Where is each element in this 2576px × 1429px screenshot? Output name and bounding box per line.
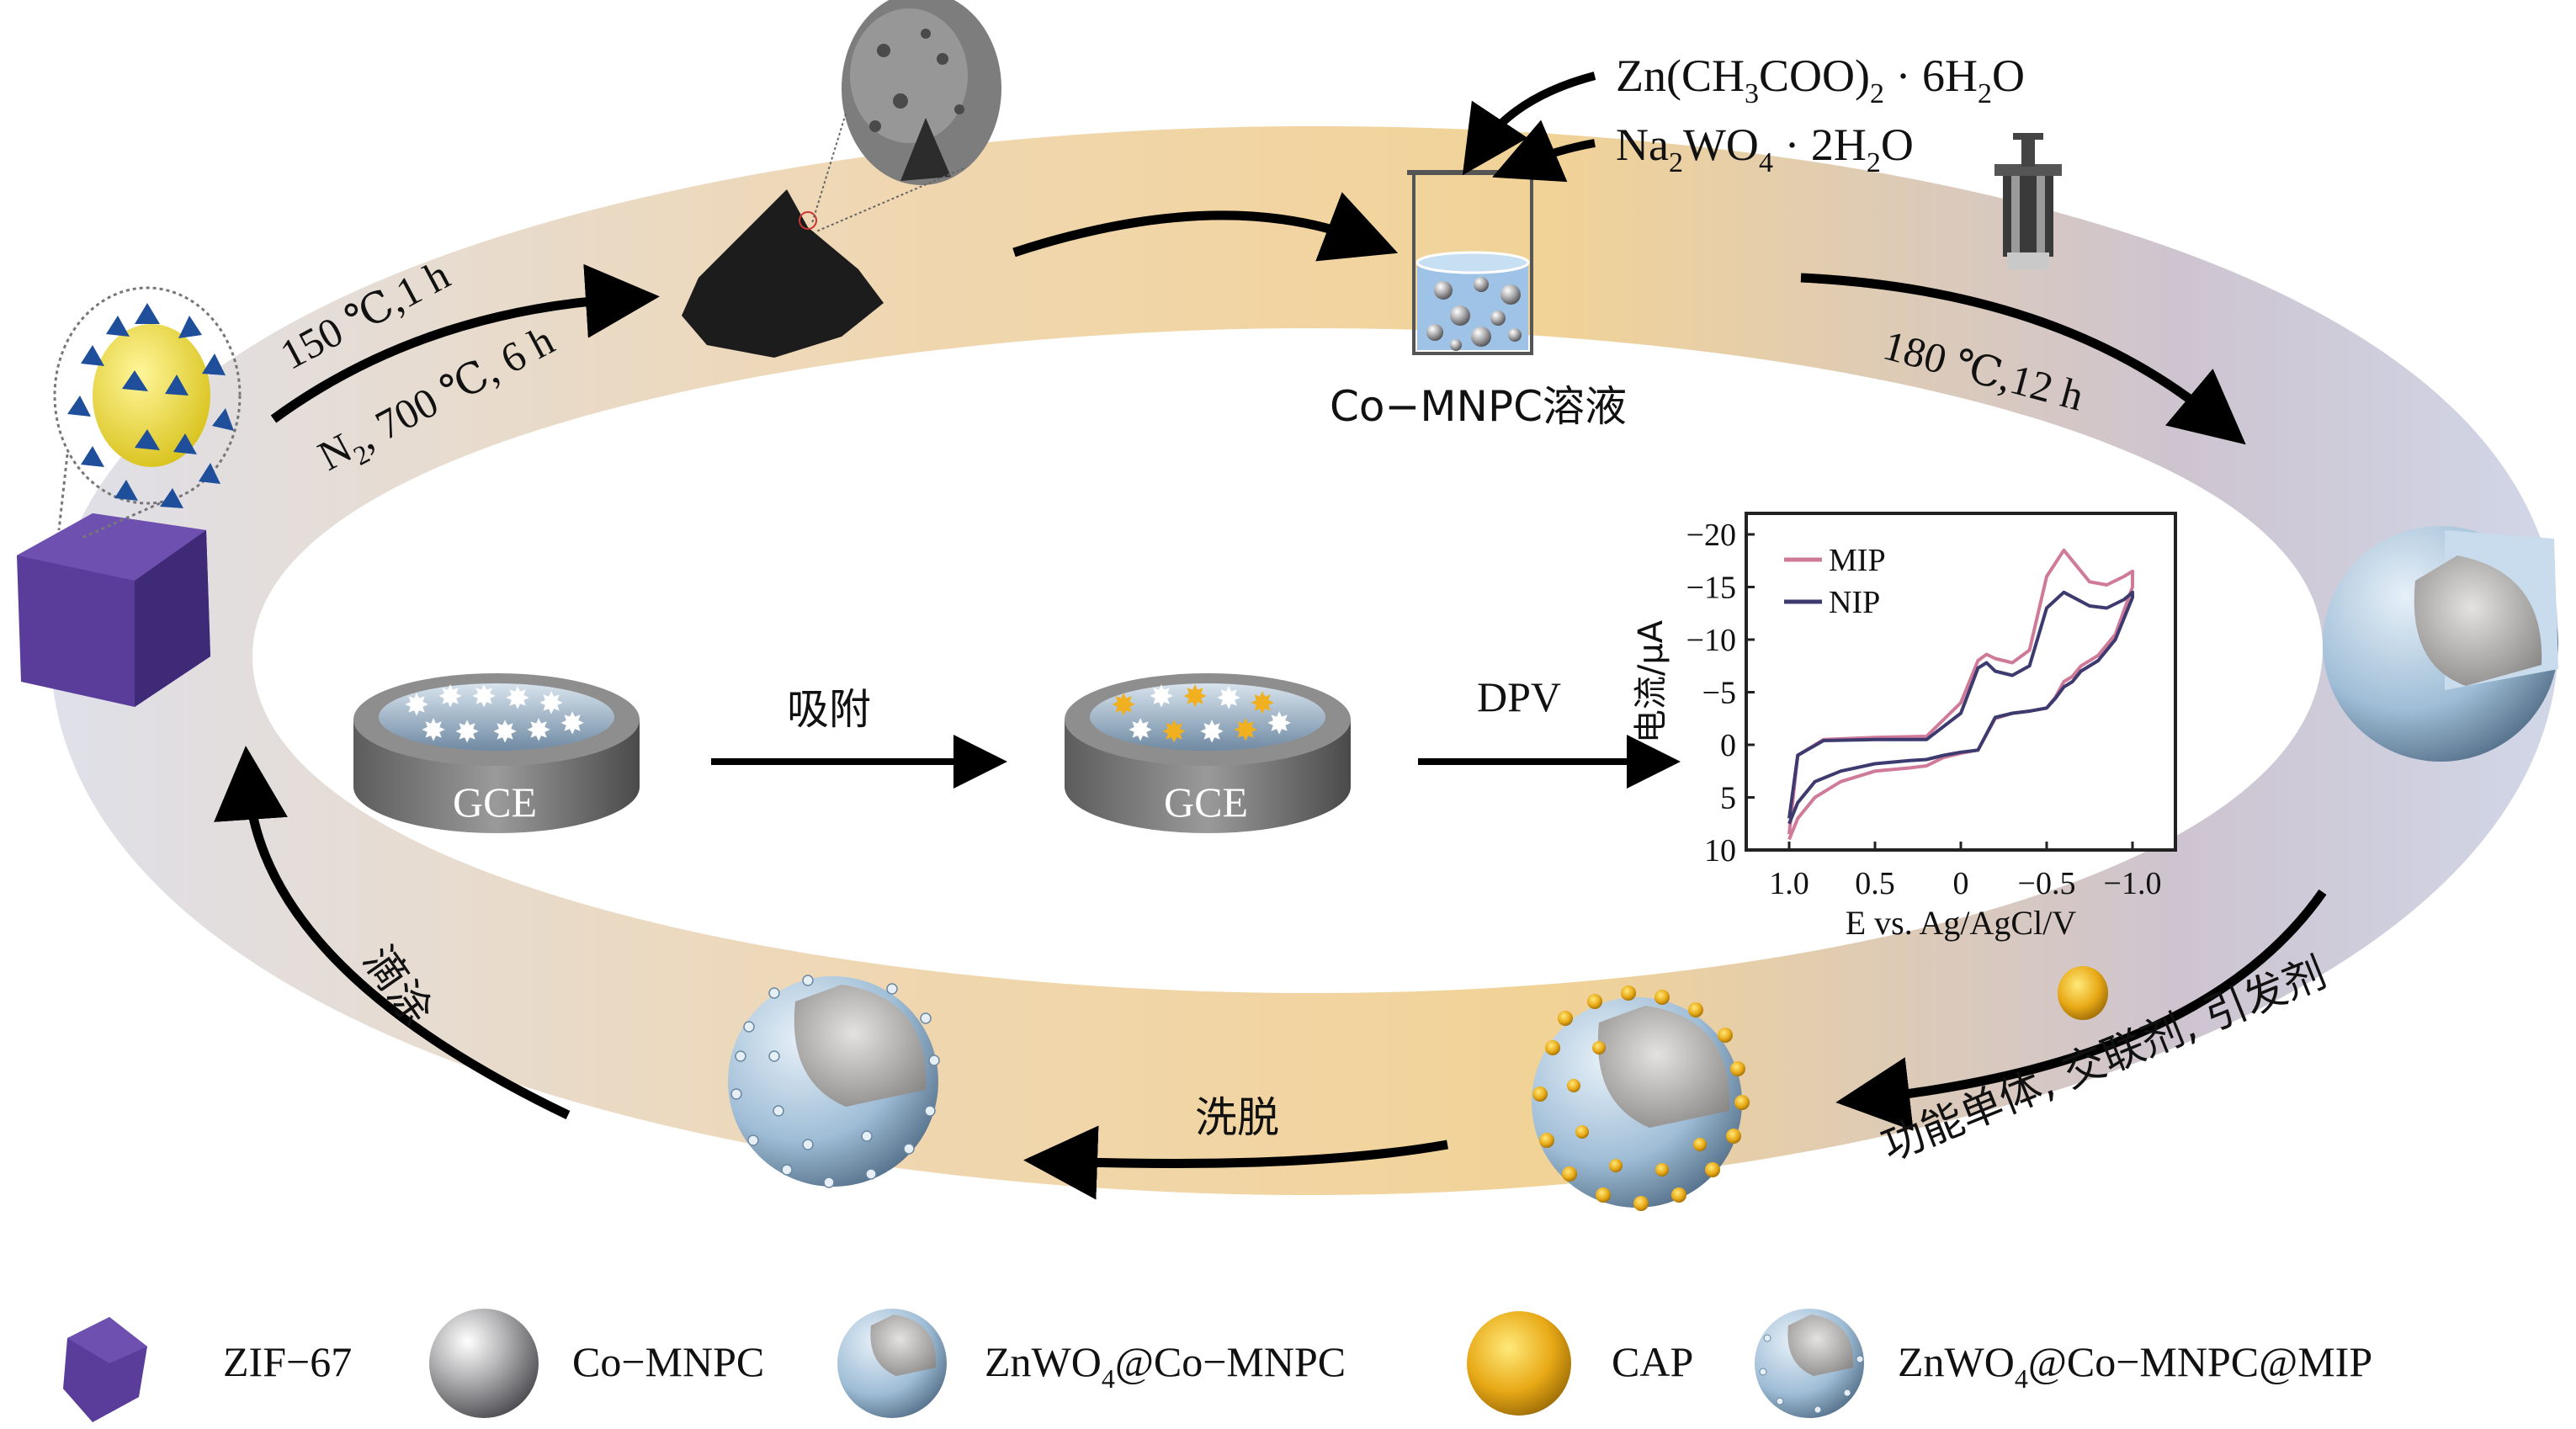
imprint-arrow-icon xyxy=(1835,889,2327,1131)
chart-plot-frame xyxy=(1745,512,2177,852)
process-ring xyxy=(50,126,2558,1195)
x-axis-label: E vs. Ag/AgCl/V xyxy=(1846,904,2077,942)
y-axis-label: 电流/μA xyxy=(1632,619,1670,743)
reagent-zinc-acetate: Zn(CH3COO)2 · 6H2O xyxy=(1616,50,2025,109)
y-tick-label: 10 xyxy=(1704,833,1736,869)
reagent-sodium-tungstate: Na2WO4 · 2H2O xyxy=(1616,120,1914,178)
legend-label-nip: NIP xyxy=(1829,585,1880,620)
step1-arrow-icon xyxy=(270,263,660,423)
svg-text:✸: ✸ xyxy=(526,714,551,747)
svg-text:✸: ✸ xyxy=(1250,687,1275,720)
beaker-label: Co−MNPC溶液 xyxy=(1330,382,1627,431)
elution-arrow-icon xyxy=(1023,1125,1448,1200)
svg-text:✸: ✸ xyxy=(438,680,463,714)
y-tick-label: −5 xyxy=(1702,676,1736,711)
gce-electrode-1-icon: ✸✸ ✸✸ ✸✸ ✸✸ ✸✸ xyxy=(353,673,640,833)
x-tick-label: −1.0 xyxy=(2104,866,2162,901)
svg-text:✸: ✸ xyxy=(471,680,497,714)
svg-text:✸: ✸ xyxy=(404,688,429,722)
step3-arrow-icon xyxy=(1800,273,2246,445)
svg-text:✸: ✸ xyxy=(454,715,480,749)
dropcast-arrow-icon xyxy=(214,746,571,1119)
zif67-crystal-icon xyxy=(17,513,210,707)
svg-text:✸: ✸ xyxy=(421,714,446,747)
znwo4-co-mnpc-legend-icon xyxy=(837,1309,947,1418)
legend-item-znwo4-co-mnpc: ZnWO4@Co−MNPC xyxy=(837,1309,1346,1418)
x-tick-label: −0.5 xyxy=(2018,866,2076,901)
x-tick-label: 0.5 xyxy=(1855,866,1895,901)
cap-legend-icon xyxy=(1467,1311,1571,1416)
gce-2-label: GCE xyxy=(1164,778,1248,826)
svg-text:✸: ✸ xyxy=(560,707,585,741)
svg-text:✸: ✸ xyxy=(492,715,518,749)
legend-label-co-mnpc: Co−MNPC xyxy=(572,1338,764,1385)
legend: ZIF−67 Co−MNPC ZnWO4@Co−MNPC CAP ZnWO4@C… xyxy=(63,1309,2372,1422)
svg-text:✸: ✸ xyxy=(1128,714,1153,747)
reagent-arrow-icon xyxy=(1462,72,1596,183)
znwo4-co-mnpc-sphere-icon xyxy=(2323,526,2558,762)
series-line-nip xyxy=(1787,590,2134,825)
zif67-legend-icon xyxy=(63,1317,147,1422)
autoclave-icon xyxy=(1994,133,2062,269)
legend-item-znwo4-co-mnpc-mip: ZnWO4@Co−MNPC@MIP xyxy=(1755,1309,2372,1418)
svg-text:✸: ✸ xyxy=(539,687,564,720)
legend-item-co-mnpc: Co−MNPC xyxy=(429,1309,764,1418)
series-line-mip xyxy=(1787,548,2134,841)
legend-label-mip: MIP xyxy=(1829,543,1886,578)
znwo4-co-mnpc-mip-legend-icon xyxy=(1755,1309,1864,1418)
mip-with-cap-sphere-icon xyxy=(1532,985,1750,1211)
y-tick-label: −15 xyxy=(1686,571,1736,606)
y-tick-label: 0 xyxy=(1720,728,1736,763)
svg-text:✸: ✸ xyxy=(1267,707,1292,741)
x-tick-label: 0 xyxy=(1953,866,1969,901)
x-tick-label: 1.0 xyxy=(1769,866,1809,901)
svg-text:✸: ✸ xyxy=(505,682,530,715)
svg-text:✸: ✸ xyxy=(1182,680,1208,714)
legend-label-znwo4-co-mnpc-mip: ZnWO4@Co−MNPC@MIP xyxy=(1898,1338,2372,1394)
gce-electrode-2-icon: ✸✸ ✸✸ ✸✸ ✸✸ ✸✸ xyxy=(1065,673,1351,833)
y-tick-label: −20 xyxy=(1686,518,1736,553)
y-tick-label: 5 xyxy=(1720,781,1736,816)
step2-arrow-icon xyxy=(1012,192,1399,262)
svg-text:✸: ✸ xyxy=(1161,715,1187,749)
gce-1-label: GCE xyxy=(453,778,537,826)
svg-text:✸: ✸ xyxy=(1233,714,1258,747)
svg-text:✸: ✸ xyxy=(1149,680,1174,714)
legend-item-zif67: ZIF−67 xyxy=(63,1317,352,1422)
sem-image-icon xyxy=(811,0,1001,232)
svg-text:✸: ✸ xyxy=(1111,688,1136,722)
adsorb-label: 吸附 xyxy=(787,685,871,734)
legend-item-cap: CAP xyxy=(1467,1311,1693,1416)
carbon-powder-icon xyxy=(682,189,884,358)
cap-molecule-icon xyxy=(2058,966,2108,1020)
svg-text:✸: ✸ xyxy=(1216,682,1241,715)
legend-label-zif67: ZIF−67 xyxy=(223,1338,352,1385)
legend-label-cap: CAP xyxy=(1612,1338,1693,1385)
svg-text:✸: ✸ xyxy=(1199,715,1224,749)
y-tick-label: −10 xyxy=(1686,623,1736,658)
co-mnpc-legend-icon xyxy=(429,1309,539,1418)
cv-chart: −20 −15 −10 −5 0 5 10 1.0 0.5 0 −0.5 −1.0 E vs. Ag/A… xyxy=(1632,512,2177,942)
elution-label: 洗脱 xyxy=(1195,1093,1279,1142)
dpv-label: DPV xyxy=(1477,673,1561,720)
eluted-mip-sphere-icon xyxy=(728,975,940,1188)
legend-label-znwo4-co-mnpc: ZnWO4@Co−MNPC xyxy=(985,1338,1346,1394)
zif67-structure-zoom-icon xyxy=(53,286,242,540)
